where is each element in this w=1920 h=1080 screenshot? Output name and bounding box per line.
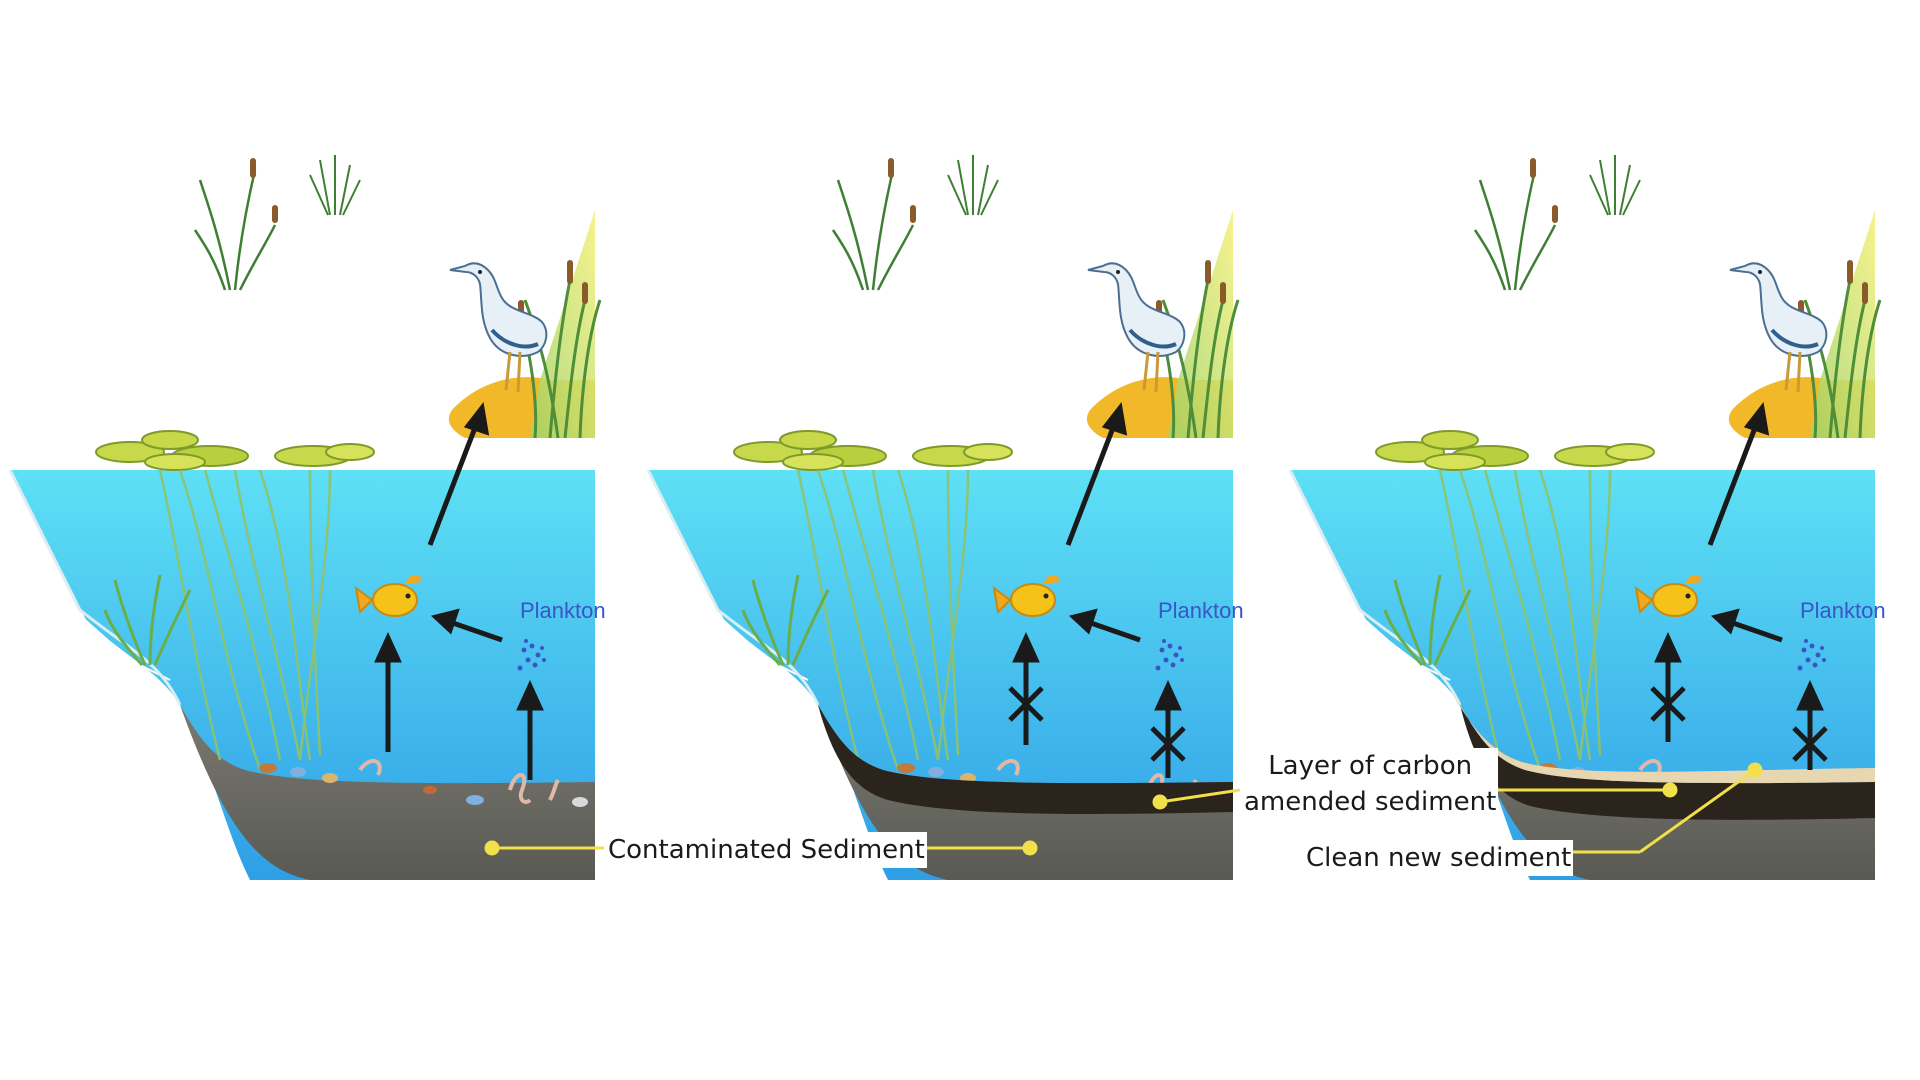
cattail-icon: [193, 158, 278, 291]
arrow-up-icon: [374, 401, 544, 780]
callout-leaders: [484, 762, 1763, 856]
grass-tuft-icon: [309, 155, 361, 216]
blocked-x-icon: [1650, 686, 1828, 762]
cattail-icon: [831, 158, 916, 291]
carbon-label-line-2: amended sediment: [1244, 787, 1497, 817]
carbon-amended-sediment-label: Layer of carbon amended sediment: [1242, 748, 1499, 820]
arrow-up-icon: [1654, 401, 1824, 770]
clean-sediment-layer: [1450, 690, 1875, 784]
carbon-label-line-1: Layer of carbon: [1268, 751, 1473, 781]
panel-baseline: [8, 155, 608, 882]
clean-sediment-label: Clean new sediment: [1304, 840, 1574, 876]
cattail-icon: [1473, 158, 1558, 291]
panel-carbon-amended: [646, 155, 1246, 882]
carbon-layer: [818, 705, 1233, 815]
arrow-up-icon: [1012, 401, 1182, 778]
contaminated-sediment-label: Contaminated Sediment: [606, 832, 927, 868]
grass-tuft-icon: [947, 155, 999, 216]
grass-tuft-icon: [1589, 155, 1641, 216]
blocked-x-icon: [1008, 686, 1186, 762]
